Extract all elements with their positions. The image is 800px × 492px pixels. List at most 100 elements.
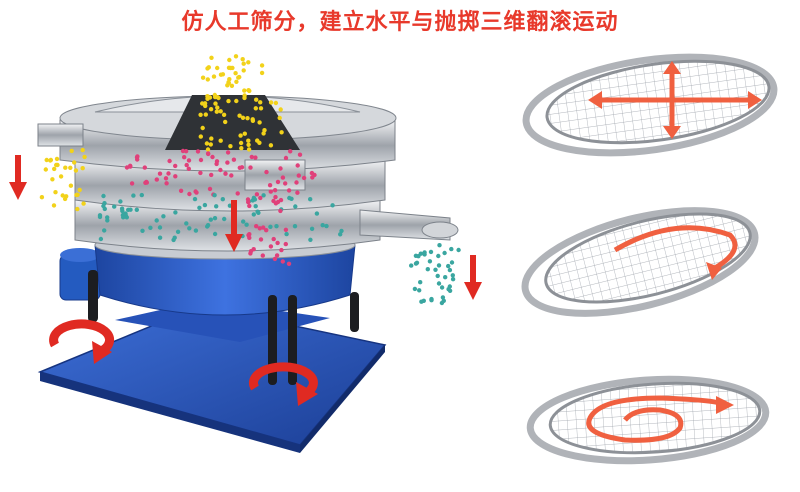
particle-feed (259, 63, 265, 68)
particle-outlet-middle (247, 235, 252, 240)
particle-outlet-left (80, 166, 85, 171)
particle-mid (207, 186, 213, 192)
particle-feed (211, 74, 217, 79)
particle-mid (229, 173, 234, 178)
particle-outlet-left (50, 177, 55, 182)
particle-fine (126, 207, 131, 212)
particle-mid (249, 154, 254, 160)
particle-mid (296, 173, 301, 178)
flow-arrow-center (225, 200, 243, 252)
particle-feed (253, 106, 258, 111)
particle-mid (301, 175, 307, 181)
particle-feed (221, 112, 227, 118)
particle-mid (135, 154, 140, 159)
particle-outlet-left (82, 154, 87, 160)
particle-feed (218, 109, 223, 114)
particle-mid (144, 179, 149, 185)
particle-feed (246, 88, 251, 93)
particle-feed (255, 138, 260, 143)
particle-outlet-middle (280, 259, 285, 264)
particle-outlet-left (77, 187, 82, 193)
particle-outlet-middle (260, 253, 265, 258)
particle-mid (186, 158, 192, 163)
particle-feed (246, 60, 251, 65)
particle-outlet-right (440, 295, 446, 300)
particle-fine (148, 225, 153, 230)
particle-outlet-middle (279, 247, 284, 253)
particle-outlet-left (75, 192, 80, 197)
particle-outlet-right (446, 287, 451, 292)
particle-feed (208, 107, 214, 112)
particle-fine (161, 214, 166, 219)
particle-outlet-left (44, 157, 49, 163)
particle-feed (238, 133, 243, 138)
particle-mid (182, 155, 187, 160)
particle-fine (105, 218, 110, 223)
particle-feed (279, 130, 284, 135)
particle-outlet-left (63, 165, 68, 170)
particle-feed (227, 57, 232, 63)
particle-feed (242, 88, 247, 93)
outlet-left (37, 123, 84, 147)
motor-cap (60, 248, 100, 262)
particle-outlet-right (436, 281, 442, 286)
particle-mid (280, 175, 286, 180)
damper-right (350, 292, 359, 332)
particle-fine (256, 210, 261, 215)
screen-frame-outer (526, 375, 770, 465)
outlet-right-mouth (421, 221, 459, 239)
particle-fine (268, 224, 273, 229)
particle-outlet-middle (274, 253, 280, 258)
particle-mid (295, 163, 300, 168)
motion-panel-horizontal (522, 53, 778, 157)
particle-feed (204, 141, 210, 146)
particle-feed (273, 100, 279, 106)
screen-mesh (544, 212, 752, 304)
particle-feed (237, 74, 242, 80)
particle-outlet-middle (271, 236, 276, 242)
particle-feed (205, 147, 211, 152)
particle-outlet-right (418, 280, 423, 285)
particle-feed (203, 103, 208, 109)
particle-mid (267, 183, 273, 188)
particle-outlet-middle (275, 240, 280, 246)
particle-mid (173, 174, 178, 179)
particle-outlet-middle (258, 195, 263, 201)
particle-feed (209, 136, 214, 141)
particle-feed (237, 113, 242, 118)
particle-fine (338, 232, 343, 237)
particle-feed (228, 65, 233, 71)
particle-outlet-middle (272, 256, 278, 262)
particle-mid (223, 171, 228, 176)
particle-outlet-middle (271, 198, 276, 204)
particle-feed (234, 79, 239, 85)
particle-mid (239, 165, 245, 170)
particle-mid (184, 162, 189, 168)
particle-outlet-middle (275, 199, 281, 205)
particle-fine (220, 197, 225, 202)
particle-feed (200, 125, 205, 131)
particle-feed (240, 57, 245, 62)
particle-mid (195, 149, 201, 154)
particle-mid (198, 157, 204, 163)
damper-center-a (268, 295, 277, 385)
particle-fine (212, 231, 218, 237)
particle-mid (178, 188, 184, 193)
particle-outlet-middle (273, 194, 278, 200)
particle-fine (261, 193, 266, 198)
particle-fine (208, 217, 213, 222)
particle-fine (120, 208, 125, 214)
particle-feed (258, 106, 264, 111)
particle-fine (253, 204, 258, 209)
particle-outlet-middle (286, 188, 292, 193)
particle-fine (98, 236, 104, 242)
arrow-spiral (586, 395, 734, 443)
particle-fine (140, 228, 145, 233)
particle-feed (246, 138, 251, 143)
particle-outlet-left (72, 160, 77, 165)
particle-mid (142, 165, 147, 170)
particle-outlet-left (54, 156, 60, 162)
particle-outlet-left (73, 168, 79, 173)
deck-middle (74, 159, 386, 212)
particle-fine (293, 204, 298, 209)
